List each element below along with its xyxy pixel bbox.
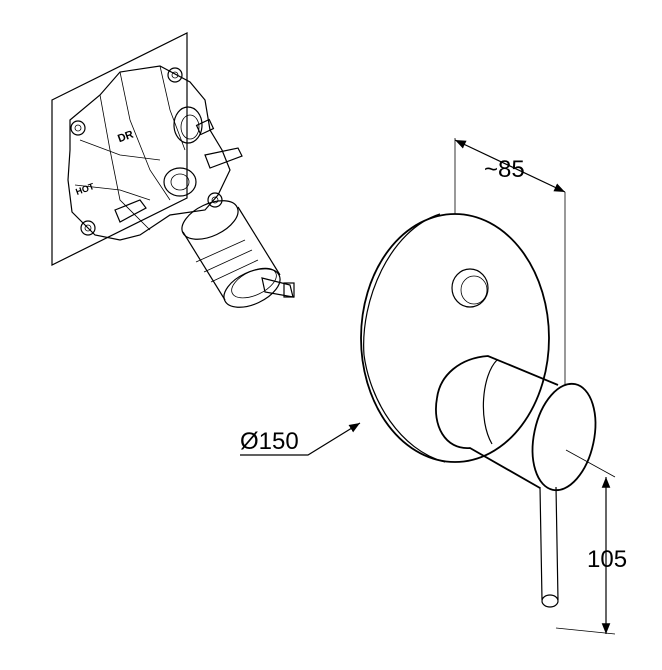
lever-rod	[539, 486, 559, 601]
cartridge	[181, 200, 295, 308]
cover-plate-face	[360, 213, 550, 463]
side-lever-lower	[114, 199, 147, 223]
inlet-port	[163, 167, 197, 197]
concealed-valve-body: DR HOT	[51, 32, 295, 308]
dimension-depth: ~85	[454, 138, 566, 385]
side-lever-upper	[204, 147, 243, 169]
height-label: 105	[587, 546, 627, 573]
mounting-plate	[51, 32, 188, 266]
label-hot: HOT	[74, 181, 96, 197]
dimension-diameter: Ø150	[240, 422, 361, 456]
outlet-port	[173, 106, 203, 144]
finished-trim	[360, 213, 597, 608]
depth-label: ~85	[484, 156, 525, 183]
diverter-button	[451, 268, 489, 308]
valve-housing	[67, 65, 231, 241]
label-dr: DR	[116, 129, 135, 146]
handle-end-cap	[531, 382, 597, 492]
mixer-handle	[435, 355, 597, 608]
cover-plate-edge	[363, 213, 441, 356]
dimension-height: 105	[555, 449, 627, 635]
diameter-label: Ø150	[240, 428, 299, 455]
